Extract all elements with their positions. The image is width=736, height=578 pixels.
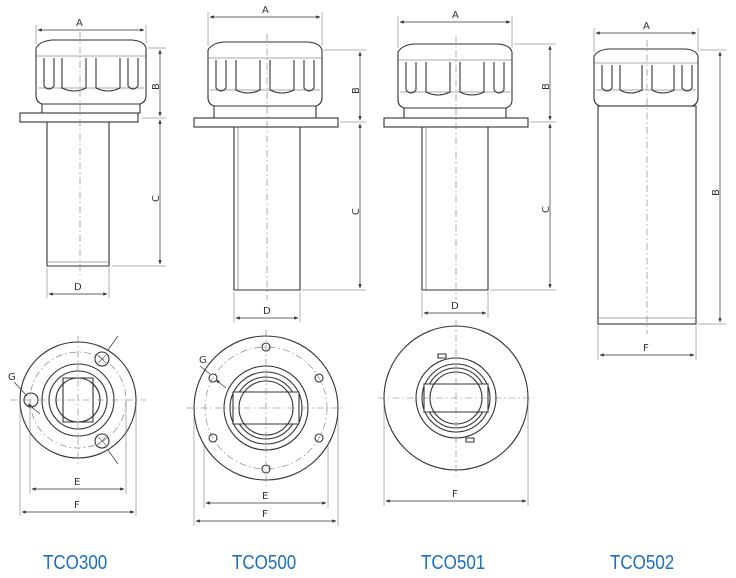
tco300-dim-c-label: C xyxy=(151,195,162,202)
tco300-dim-e-label: E xyxy=(74,477,80,488)
tco500-side-view: A B C D xyxy=(193,5,366,322)
tco300-dim-d-label: D xyxy=(74,282,82,293)
tco300-dim-a-label: A xyxy=(76,18,83,29)
tco501-top-view: F xyxy=(378,320,534,506)
tco300-dim-b-label: B xyxy=(151,83,162,90)
tco500-dim-b-label: B xyxy=(351,87,362,94)
tco300-side-view: A B C D xyxy=(19,18,166,298)
tco501-dim-a-label: A xyxy=(452,10,459,21)
tco300-top-view: G E F xyxy=(8,335,146,516)
tco500-dim-a-label: A xyxy=(262,5,269,16)
tco300-dim-g-label: G xyxy=(8,372,16,383)
tco501-dim-d-label: D xyxy=(451,301,459,312)
tco501-dim-c-label: C xyxy=(541,206,552,213)
tco501-dim-f-label: F xyxy=(452,489,458,500)
tco501-side-view: A B C D xyxy=(383,10,556,318)
model-label-tco300: TCO300 xyxy=(43,552,108,574)
tco500-dim-c-label: C xyxy=(351,208,362,215)
tco500-top-view: G E F xyxy=(186,330,346,526)
model-label-tco500: TCO500 xyxy=(232,552,297,574)
tco300-dim-f-label: F xyxy=(74,500,80,511)
model-label-tco502: TCO502 xyxy=(610,552,675,574)
tco502-dim-a-label: A xyxy=(643,21,650,32)
tco500-dim-g-label: G xyxy=(199,355,207,366)
model-label-tco501: TCO501 xyxy=(421,552,486,574)
tco500-dim-f-label: F xyxy=(262,509,268,520)
tco500-dim-d-label: D xyxy=(263,306,271,317)
tco502-dim-f-label: F xyxy=(643,343,649,354)
tco502-dim-b-label: B xyxy=(711,189,722,196)
tco502-side-view: A B F xyxy=(593,21,726,360)
tco501-dim-b-label: B xyxy=(541,83,552,90)
tco500-dim-e-label: E xyxy=(262,491,268,502)
